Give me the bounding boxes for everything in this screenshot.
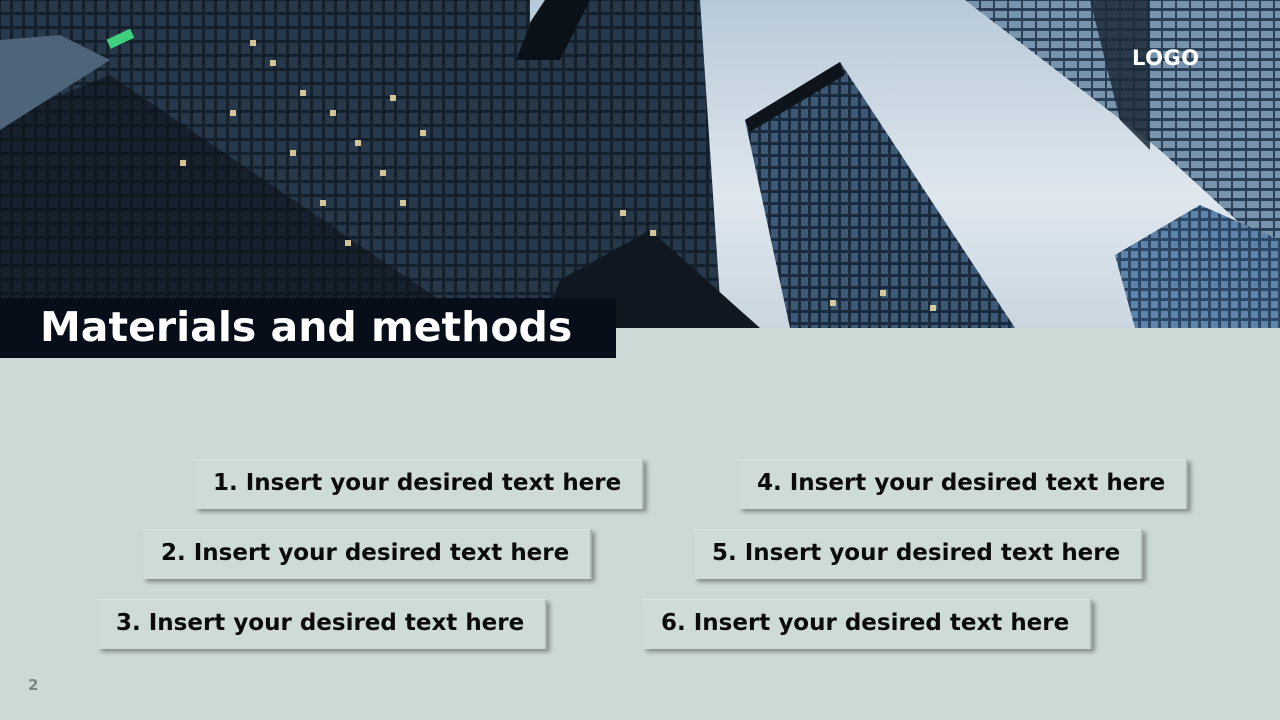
title-bar: Materials and methods <box>0 298 616 358</box>
list-item-text: 5. Insert your desired text here <box>712 540 1121 566</box>
list-item-text: 6. Insert your desired text here <box>661 610 1070 636</box>
list-item-5[interactable]: 5. Insert your desired text here <box>694 529 1143 579</box>
list-item-text: 1. Insert your desired text here <box>213 470 622 496</box>
logo-text: LOGO <box>1132 46 1200 70</box>
banner-photo <box>0 0 1280 328</box>
list-item-text: 4. Insert your desired text here <box>757 470 1166 496</box>
list-item-3[interactable]: 3. Insert your desired text here <box>98 599 547 649</box>
list-item-1[interactable]: 1. Insert your desired text here <box>195 459 644 509</box>
list-item-text: 2. Insert your desired text here <box>161 540 570 566</box>
list-item-4[interactable]: 4. Insert your desired text here <box>739 459 1188 509</box>
page-number: 2 <box>28 676 39 694</box>
list-item-2[interactable]: 2. Insert your desired text here <box>143 529 592 579</box>
list-item-6[interactable]: 6. Insert your desired text here <box>643 599 1092 649</box>
slide-title: Materials and methods <box>40 303 573 351</box>
list-item-text: 3. Insert your desired text here <box>116 610 525 636</box>
